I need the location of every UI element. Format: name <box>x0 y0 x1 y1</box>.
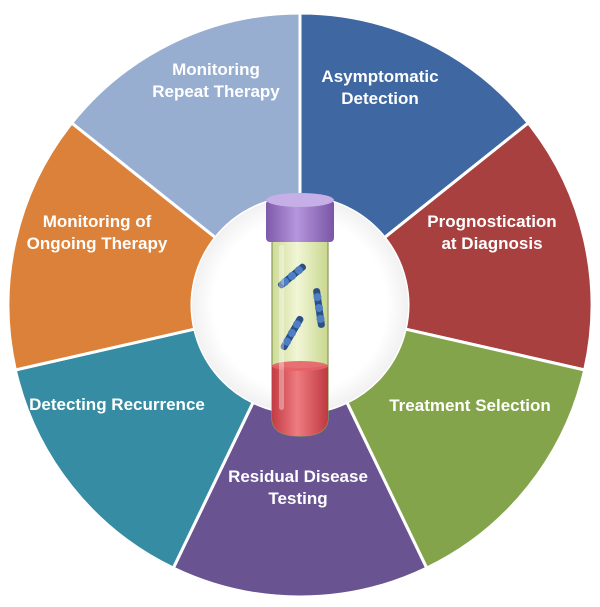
segment-label-treatment: Treatment Selection <box>389 396 551 415</box>
segment-label-line: Monitoring <box>172 60 260 79</box>
segment-label-recurrence: Detecting Recurrence <box>29 395 205 414</box>
test-tube-icon <box>266 193 334 437</box>
tube-cap <box>266 200 334 242</box>
dna-strand-icon <box>277 263 325 351</box>
tube-blood <box>272 365 328 436</box>
segment-label-line: Residual Disease <box>228 467 368 486</box>
segment-label-line: Detecting Recurrence <box>29 395 205 414</box>
segment-label-line: Testing <box>268 489 327 508</box>
segment-label-line: Repeat Therapy <box>152 82 280 101</box>
segment-label-line: Prognostication <box>427 212 556 231</box>
segment-label-line: Asymptomatic <box>321 67 438 86</box>
segment-label-line: at Diagnosis <box>441 234 542 253</box>
tube-cap-top <box>266 193 334 207</box>
segment-label-line: Monitoring of <box>43 212 152 231</box>
segment-label-line: Ongoing Therapy <box>27 234 168 253</box>
segment-label-line: Detection <box>341 89 418 108</box>
segment-label-ongoing: Monitoring of Ongoing Therapy <box>27 212 168 253</box>
segment-label-line: Treatment Selection <box>389 396 551 415</box>
segment-label-prognostication: Prognostication at Diagnosis <box>427 212 556 253</box>
